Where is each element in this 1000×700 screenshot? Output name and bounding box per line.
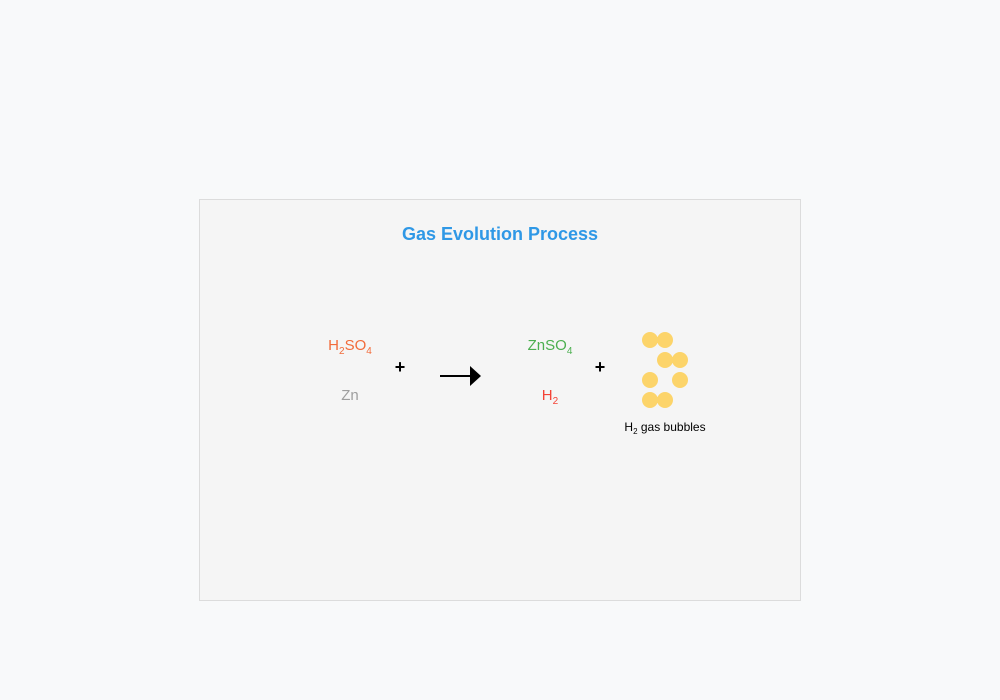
formula-part: SO [344, 337, 367, 354]
diagram-title: Gas Evolution Process [401, 224, 599, 244]
product-hydrogen: H2 [490, 387, 610, 407]
reactant-sulfuric-acid: H2SO4 [290, 337, 410, 357]
formula-part: ZnSO [527, 337, 567, 354]
formula-subscript: 4 [366, 346, 372, 357]
bubble [642, 332, 658, 348]
bubble [642, 372, 658, 388]
bubble [657, 332, 673, 348]
bubble [642, 392, 658, 408]
plus-sign-reactants: + [394, 357, 406, 377]
gas-bubbles-icon [640, 330, 690, 410]
caption-subscript: 2 [633, 427, 638, 436]
reaction-arrow-head-icon [470, 366, 481, 386]
formula-part: H [541, 387, 553, 404]
plus-sign-products: + [594, 357, 606, 377]
product-zinc-sulfate: ZnSO4 [490, 337, 610, 357]
reaction-arrow-line [440, 375, 470, 377]
caption-part: gas bubbles [637, 420, 706, 434]
caption-part: H [624, 420, 634, 434]
formula-part: H [328, 337, 340, 354]
reactant-zinc: Zn [290, 387, 410, 405]
formula-subscript: 2 [339, 346, 345, 357]
gas-bubbles-caption: H2 gas bubbles [605, 420, 725, 436]
diagram-panel: Gas Evolution Process H2SO4 Zn + ZnSO4 H… [199, 199, 801, 601]
bubble [657, 392, 673, 408]
bubble [672, 352, 688, 368]
bubble [672, 372, 688, 388]
formula-part: Zn [341, 387, 359, 404]
bubble [657, 352, 673, 368]
formula-subscript: 4 [566, 346, 573, 357]
formula-subscript: 2 [552, 396, 559, 407]
